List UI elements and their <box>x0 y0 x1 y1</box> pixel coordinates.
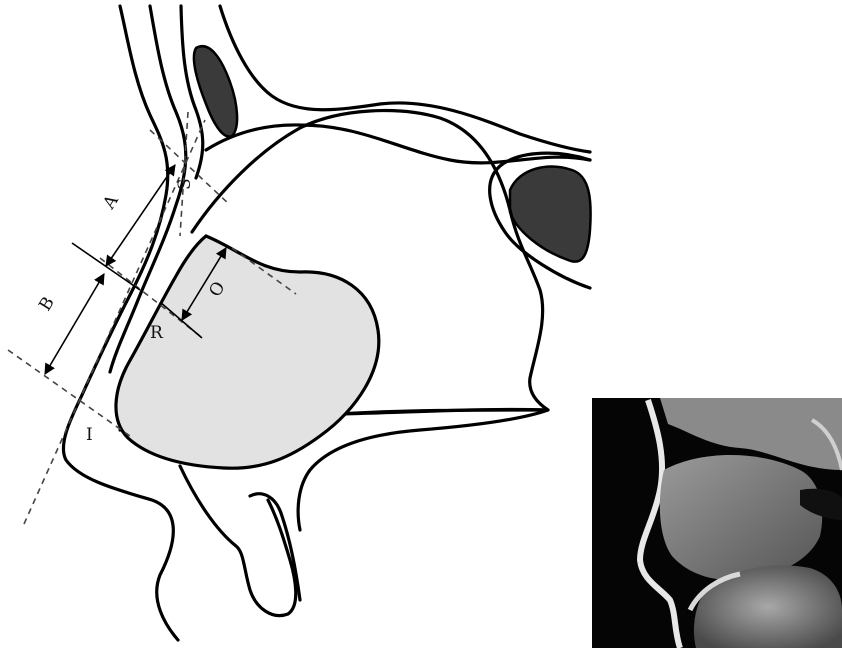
cavity-upper-inner-line <box>206 125 590 163</box>
label-b: B <box>35 293 59 314</box>
mri-inset <box>592 398 842 648</box>
lower-contour-left <box>180 466 296 616</box>
dashed-line-s <box>150 130 230 205</box>
gray-mass <box>116 236 379 468</box>
label-a: A <box>99 191 123 213</box>
measure-arrow-a <box>106 165 175 266</box>
label-r: R <box>150 323 164 343</box>
measure-arrow-b <box>45 274 104 374</box>
cavity-roof-line <box>220 6 590 152</box>
tick-a-b <box>72 243 140 290</box>
label-i: I <box>86 425 93 445</box>
mri-soft-tissue <box>660 455 822 580</box>
uvula-contour <box>250 494 300 600</box>
label-s: S <box>175 178 195 190</box>
